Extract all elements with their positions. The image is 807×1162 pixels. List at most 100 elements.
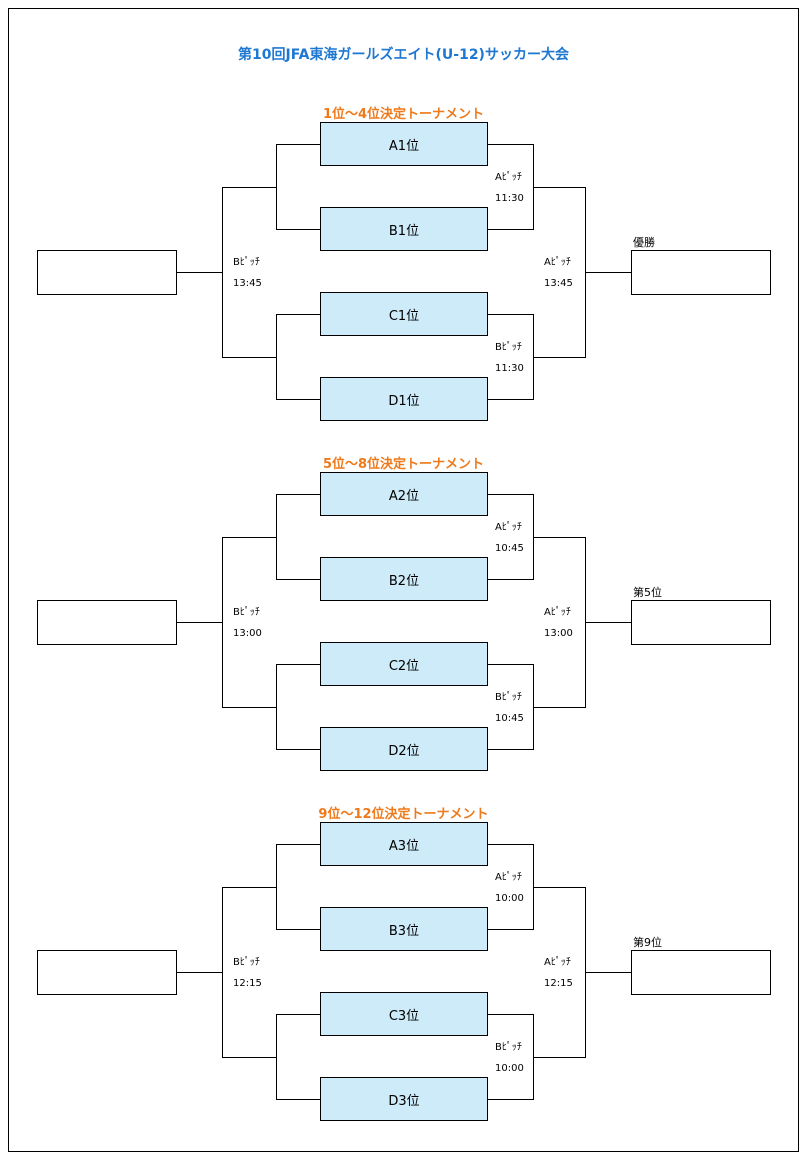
team-box: A3位 (320, 822, 488, 866)
match-info-left-final: Bﾋﾟｯﾁ 12:15 (233, 952, 293, 994)
pitch-label: Aﾋﾟｯﾁ (544, 607, 571, 618)
match-info-semi-top: Aﾋﾟｯﾁ 10:00 (495, 867, 555, 909)
pitch-label: Aﾋﾟｯﾁ (544, 257, 571, 268)
team-box: A2位 (320, 472, 488, 516)
bracket-line (276, 664, 321, 665)
time-label: 13:45 (544, 278, 573, 289)
team-box: B2位 (320, 557, 488, 601)
time-label: 11:30 (495, 363, 524, 374)
team-box: C3位 (320, 992, 488, 1036)
bracket-line (177, 622, 223, 623)
result-label: 優勝 (633, 236, 655, 249)
pitch-label: Aﾋﾟｯﾁ (544, 957, 571, 968)
bracket-line (488, 1014, 534, 1015)
page-frame (8, 8, 799, 1152)
pitch-label: Aﾋﾟｯﾁ (495, 522, 522, 533)
bracket-line (488, 579, 534, 580)
time-label: 10:00 (495, 1063, 524, 1074)
bracket-line (276, 844, 321, 845)
bracket-line (177, 272, 223, 273)
bracket-line (488, 749, 534, 750)
time-label: 12:15 (233, 978, 262, 989)
pitch-label: Aﾋﾟｯﾁ (495, 872, 522, 883)
bracket-line (222, 887, 277, 888)
team-box: C1位 (320, 292, 488, 336)
bracket-line (222, 357, 277, 358)
bracket-line (585, 272, 633, 273)
bracket-line (276, 579, 321, 580)
bracket-line (276, 494, 321, 495)
left-result-box (37, 250, 177, 295)
time-label: 10:00 (495, 893, 524, 904)
bracket-line (276, 144, 321, 145)
bracket-line (222, 187, 277, 188)
time-label: 13:45 (233, 278, 262, 289)
team-box: B3位 (320, 907, 488, 951)
pitch-label: Bﾋﾟｯﾁ (495, 1042, 522, 1053)
bracket-line (488, 664, 534, 665)
bracket-line (222, 1057, 277, 1058)
pitch-label: Bﾋﾟｯﾁ (233, 607, 260, 618)
pitch-label: Bﾋﾟｯﾁ (495, 342, 522, 353)
bracket-line (533, 707, 586, 708)
bracket-line (276, 229, 321, 230)
match-info-right-final: Aﾋﾟｯﾁ 13:45 (544, 252, 604, 294)
match-info-semi-bottom: Bﾋﾟｯﾁ 11:30 (495, 337, 555, 379)
bracket-line (488, 844, 534, 845)
match-info-semi-top: Aﾋﾟｯﾁ 10:45 (495, 517, 555, 559)
result-label: 第5位 (633, 586, 662, 599)
bracket-line (533, 537, 586, 538)
bracket-line (585, 622, 633, 623)
bracket-line (488, 494, 534, 495)
bracket-line (533, 1057, 586, 1058)
time-label: 13:00 (233, 628, 262, 639)
time-label: 12:15 (544, 978, 573, 989)
bracket-line (276, 929, 321, 930)
left-result-box (37, 950, 177, 995)
pitch-label: Bﾋﾟｯﾁ (495, 692, 522, 703)
right-result-box (631, 600, 771, 645)
right-result-box (631, 250, 771, 295)
time-label: 13:00 (544, 628, 573, 639)
bracket-line (222, 707, 277, 708)
bracket-line (177, 972, 223, 973)
pitch-label: Aﾋﾟｯﾁ (495, 172, 522, 183)
match-info-semi-top: Aﾋﾟｯﾁ 11:30 (495, 167, 555, 209)
bracket-line (488, 314, 534, 315)
bracket-line (488, 929, 534, 930)
team-box: B1位 (320, 207, 488, 251)
section-title: 9位～12位決定トーナメント (318, 807, 489, 822)
section-title: 1位～4位決定トーナメント (322, 107, 485, 122)
bracket-line (276, 1014, 321, 1015)
result-label: 第9位 (633, 936, 662, 949)
match-info-right-final: Aﾋﾟｯﾁ 12:15 (544, 952, 604, 994)
bracket-line (276, 749, 321, 750)
team-box: C2位 (320, 642, 488, 686)
team-box: D1位 (320, 377, 488, 421)
time-label: 11:30 (495, 193, 524, 204)
page-title: 第10回JFA東海ガールズエイト(U-12)サッカー大会 (238, 47, 569, 63)
team-box: D2位 (320, 727, 488, 771)
section-title: 5位～8位決定トーナメント (322, 457, 485, 472)
match-info-right-final: Aﾋﾟｯﾁ 13:00 (544, 602, 604, 644)
bracket-line (488, 1099, 534, 1100)
bracket-line (533, 887, 586, 888)
bracket-line (585, 972, 633, 973)
match-info-left-final: Bﾋﾟｯﾁ 13:45 (233, 252, 293, 294)
bracket-line (488, 229, 534, 230)
bracket-line (488, 399, 534, 400)
bracket-line (276, 399, 321, 400)
pitch-label: Bﾋﾟｯﾁ (233, 257, 260, 268)
pitch-label: Bﾋﾟｯﾁ (233, 957, 260, 968)
match-info-semi-bottom: Bﾋﾟｯﾁ 10:00 (495, 1037, 555, 1079)
bracket-line (222, 537, 277, 538)
team-box: D3位 (320, 1077, 488, 1121)
bracket-line (276, 314, 321, 315)
team-box: A1位 (320, 122, 488, 166)
bracket-line (276, 1099, 321, 1100)
match-info-left-final: Bﾋﾟｯﾁ 13:00 (233, 602, 293, 644)
time-label: 10:45 (495, 543, 524, 554)
bracket-line (533, 357, 586, 358)
right-result-box (631, 950, 771, 995)
